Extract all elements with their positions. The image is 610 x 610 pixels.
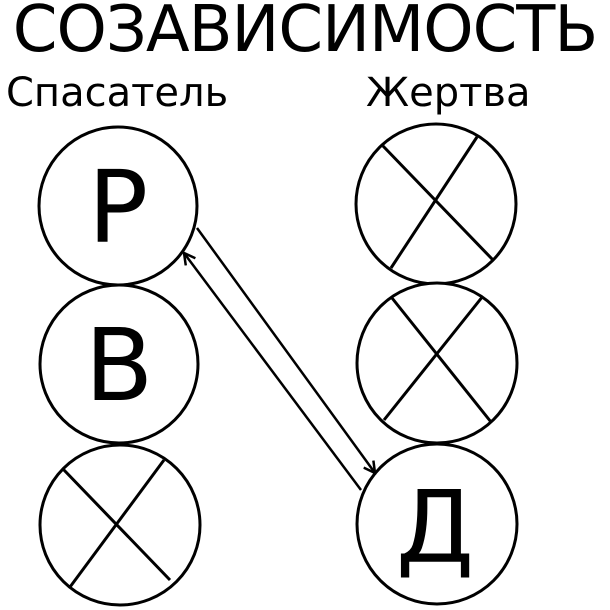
victim-circle-parent-crossed — [354, 122, 518, 286]
arrow-child-to-parent — [184, 253, 363, 491]
cross-icon — [382, 295, 485, 421]
letter-d: Д — [396, 469, 474, 586]
cross-icon — [68, 459, 166, 588]
rescuer-column: Р В — [37, 125, 202, 607]
victim-circle-adult-crossed — [355, 281, 519, 445]
cross-icon — [390, 297, 493, 423]
letter-v: В — [85, 307, 154, 424]
rescuer-label: Спасатель — [6, 70, 229, 116]
victim-label: Жертва — [366, 70, 531, 116]
rescuer-circle-adult: В — [38, 283, 200, 445]
rescuer-circle-parent: Р — [37, 125, 199, 287]
letter-p: Р — [88, 149, 148, 266]
victim-circle-child: Д — [355, 442, 519, 606]
cross-icon — [389, 136, 479, 269]
victim-column: Д — [354, 122, 519, 606]
rescuer-circle-child-crossed — [38, 443, 202, 607]
arrow-parent-to-child — [195, 227, 375, 473]
cross-icon — [381, 144, 495, 262]
diagram-title: СОЗАВИСИМОСТЬ — [12, 0, 599, 67]
